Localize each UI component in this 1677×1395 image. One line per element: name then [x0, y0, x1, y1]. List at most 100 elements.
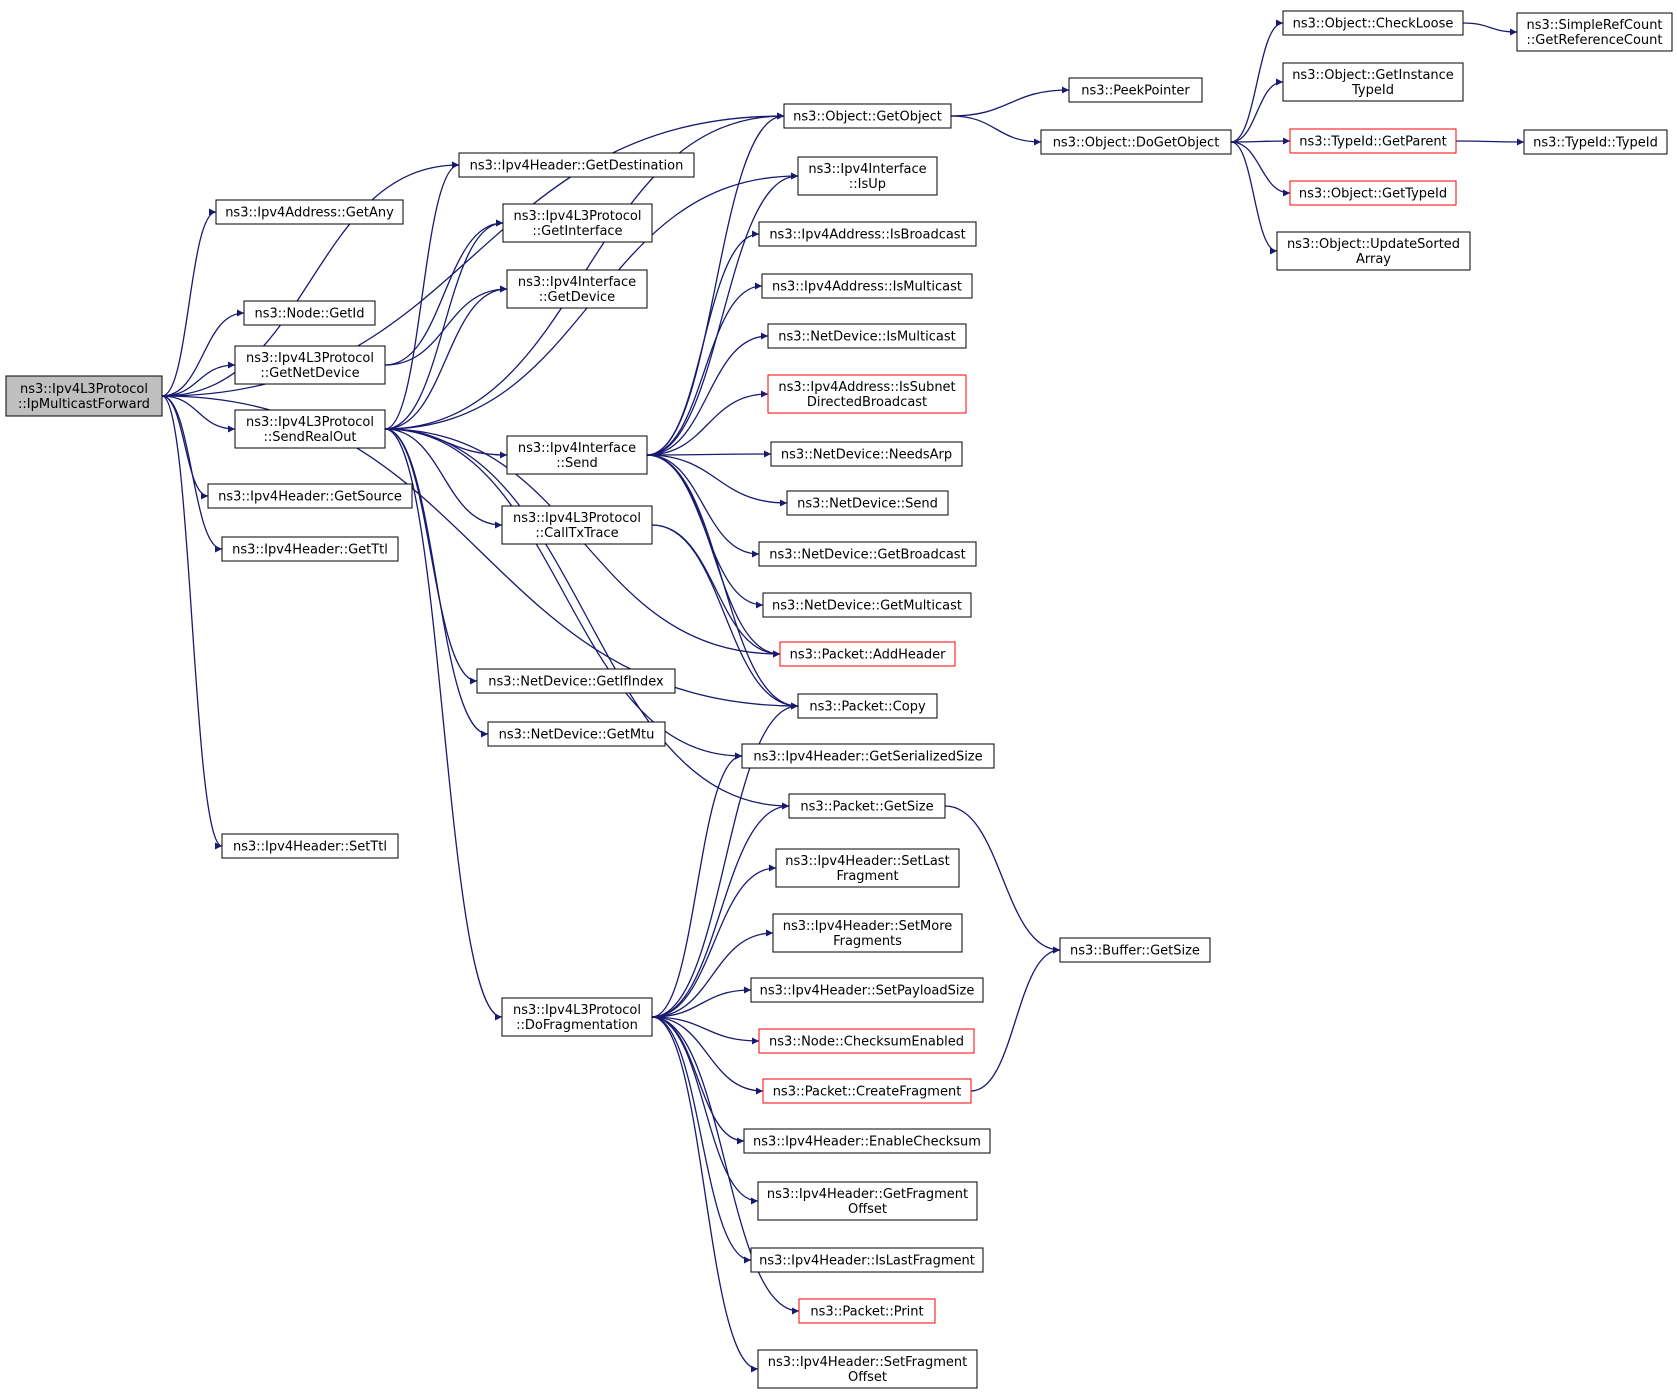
node-copy[interactable]: ns3::Packet::Copy	[797, 693, 938, 719]
node-calltxtrace[interactable]: ns3::Ipv4L3Protocol::CallTxTrace	[501, 505, 653, 545]
node-ndismulticast[interactable]: ns3::NetDevice::IsMulticast	[767, 323, 967, 349]
node-needsarp[interactable]: ns3::NetDevice::NeedsArp	[770, 441, 963, 467]
node-box-issubnet[interactable]	[767, 374, 967, 414]
node-getobject[interactable]: ns3::Object::GetObject	[783, 103, 952, 129]
node-getrefcount[interactable]: ns3::SimpleRefCount::GetReferenceCount	[1516, 12, 1673, 52]
node-issubnet[interactable]: ns3::Ipv4Address::IsSubnetDirectedBroadc…	[767, 374, 967, 414]
node-box-getinterface[interactable]	[502, 203, 653, 243]
node-box-setpayload[interactable]	[750, 977, 984, 1003]
node-box-ifsend[interactable]	[506, 435, 648, 475]
node-box-getifindex[interactable]	[476, 668, 676, 694]
node-getparent[interactable]: ns3::TypeId::GetParent	[1289, 128, 1457, 154]
node-box-enablechecksum[interactable]	[743, 1128, 991, 1154]
node-box-getobject[interactable]	[783, 103, 952, 129]
node-box-root[interactable]	[5, 375, 163, 417]
node-box-ismulticast[interactable]	[761, 273, 973, 299]
node-islastfrag[interactable]: ns3::Ipv4Header::IsLastFragment	[750, 1247, 984, 1273]
node-getdest[interactable]: ns3::Ipv4Header::GetDestination	[458, 152, 695, 178]
node-box-calltxtrace[interactable]	[501, 505, 653, 545]
node-box-createfrag[interactable]	[762, 1078, 972, 1104]
node-box-peekpointer[interactable]	[1068, 77, 1203, 103]
node-root[interactable]: ns3::Ipv4L3Protocol::IpMulticastForward	[5, 375, 163, 417]
node-box-getsource[interactable]	[207, 483, 413, 509]
node-box-pktgetsize[interactable]	[788, 793, 946, 819]
node-ifgetdevice[interactable]: ns3::Ipv4Interface::GetDevice	[506, 269, 648, 309]
node-box-getrefcount[interactable]	[1516, 12, 1673, 52]
node-ismulticast[interactable]: ns3::Ipv4Address::IsMulticast	[761, 273, 973, 299]
node-gettypeid[interactable]: ns3::Object::GetTypeId	[1289, 180, 1457, 206]
node-pktgetsize[interactable]: ns3::Packet::GetSize	[788, 793, 946, 819]
node-setpayload[interactable]: ns3::Ipv4Header::SetPayloadSize	[750, 977, 984, 1003]
node-box-getttl[interactable]	[221, 536, 399, 562]
node-box-ndismulticast[interactable]	[767, 323, 967, 349]
node-box-getparent[interactable]	[1289, 128, 1457, 154]
node-box-getmtu[interactable]	[487, 721, 666, 747]
node-dofrag[interactable]: ns3::Ipv4L3Protocol::DoFragmentation	[501, 997, 653, 1037]
node-getsource[interactable]: ns3::Ipv4Header::GetSource	[207, 483, 413, 509]
node-box-dogetobject[interactable]	[1040, 129, 1232, 155]
node-peekpointer[interactable]: ns3::PeekPointer	[1068, 77, 1203, 103]
node-box-checksumenabled[interactable]	[758, 1028, 975, 1054]
node-getttl[interactable]: ns3::Ipv4Header::GetTtl	[221, 536, 399, 562]
node-box-checkloose[interactable]	[1282, 10, 1464, 36]
node-box-copy[interactable]	[797, 693, 938, 719]
node-box-updatesorted[interactable]	[1276, 231, 1471, 271]
node-getid[interactable]: ns3::Node::GetId	[243, 300, 376, 326]
node-box-getnetdev[interactable]	[234, 345, 386, 385]
node-box-ifgetdevice[interactable]	[506, 269, 648, 309]
node-isup[interactable]: ns3::Ipv4Interface::IsUp	[797, 156, 938, 196]
node-box-getany[interactable]	[215, 199, 404, 225]
node-box-getinstance[interactable]	[1282, 62, 1464, 102]
node-getany[interactable]: ns3::Ipv4Address::GetAny	[215, 199, 404, 225]
node-isbroadcast[interactable]: ns3::Ipv4Address::IsBroadcast	[758, 221, 977, 247]
node-setttl[interactable]: ns3::Ipv4Header::SetTtl	[221, 833, 399, 859]
node-createfrag[interactable]: ns3::Packet::CreateFragment	[762, 1078, 972, 1104]
node-addheader[interactable]: ns3::Packet::AddHeader	[779, 641, 956, 667]
node-ndsend[interactable]: ns3::NetDevice::Send	[786, 490, 949, 516]
node-box-needsarp[interactable]	[770, 441, 963, 467]
node-dogetobject[interactable]: ns3::Object::DoGetObject	[1040, 129, 1232, 155]
node-box-addheader[interactable]	[779, 641, 956, 667]
node-box-getfragoffset[interactable]	[757, 1181, 978, 1221]
node-getmulticast[interactable]: ns3::NetDevice::GetMulticast	[762, 592, 972, 618]
node-enablechecksum[interactable]: ns3::Ipv4Header::EnableChecksum	[743, 1128, 991, 1154]
node-box-gettypeid[interactable]	[1289, 180, 1457, 206]
node-box-getmulticast[interactable]	[762, 592, 972, 618]
node-box-isup[interactable]	[797, 156, 938, 196]
node-getserialized[interactable]: ns3::Ipv4Header::GetSerializedSize	[741, 743, 995, 769]
node-getnetdev[interactable]: ns3::Ipv4L3Protocol::GetNetDevice	[234, 345, 386, 385]
node-box-print[interactable]	[798, 1298, 936, 1324]
node-ifsend[interactable]: ns3::Ipv4Interface::Send	[506, 435, 648, 475]
node-box-getdest[interactable]	[458, 152, 695, 178]
node-box-dofrag[interactable]	[501, 997, 653, 1037]
node-box-sendrealout[interactable]	[234, 409, 386, 449]
node-box-setlastfrag[interactable]	[775, 848, 960, 888]
node-box-islastfrag[interactable]	[750, 1247, 984, 1273]
node-box-getid[interactable]	[243, 300, 376, 326]
node-sendrealout[interactable]: ns3::Ipv4L3Protocol::SendRealOut	[234, 409, 386, 449]
node-box-buffergetsize[interactable]	[1059, 937, 1211, 963]
node-getinterface[interactable]: ns3::Ipv4L3Protocol::GetInterface	[502, 203, 653, 243]
node-checkloose[interactable]: ns3::Object::CheckLoose	[1282, 10, 1464, 36]
node-print[interactable]: ns3::Packet::Print	[798, 1298, 936, 1324]
node-checksumenabled[interactable]: ns3::Node::ChecksumEnabled	[758, 1028, 975, 1054]
node-box-setfragoffset[interactable]	[757, 1349, 978, 1389]
node-getmtu[interactable]: ns3::NetDevice::GetMtu	[487, 721, 666, 747]
node-box-setmorefrag[interactable]	[772, 913, 963, 953]
node-getbroadcast[interactable]: ns3::NetDevice::GetBroadcast	[758, 541, 977, 567]
node-box-isbroadcast[interactable]	[758, 221, 977, 247]
node-typeid[interactable]: ns3::TypeId::TypeId	[1523, 129, 1668, 155]
node-box-getbroadcast[interactable]	[758, 541, 977, 567]
node-box-setttl[interactable]	[221, 833, 399, 859]
node-box-ndsend[interactable]	[786, 490, 949, 516]
node-box-getserialized[interactable]	[741, 743, 995, 769]
node-getifindex[interactable]: ns3::NetDevice::GetIfIndex	[476, 668, 676, 694]
node-buffergetsize[interactable]: ns3::Buffer::GetSize	[1059, 937, 1211, 963]
node-box-typeid[interactable]	[1523, 129, 1668, 155]
